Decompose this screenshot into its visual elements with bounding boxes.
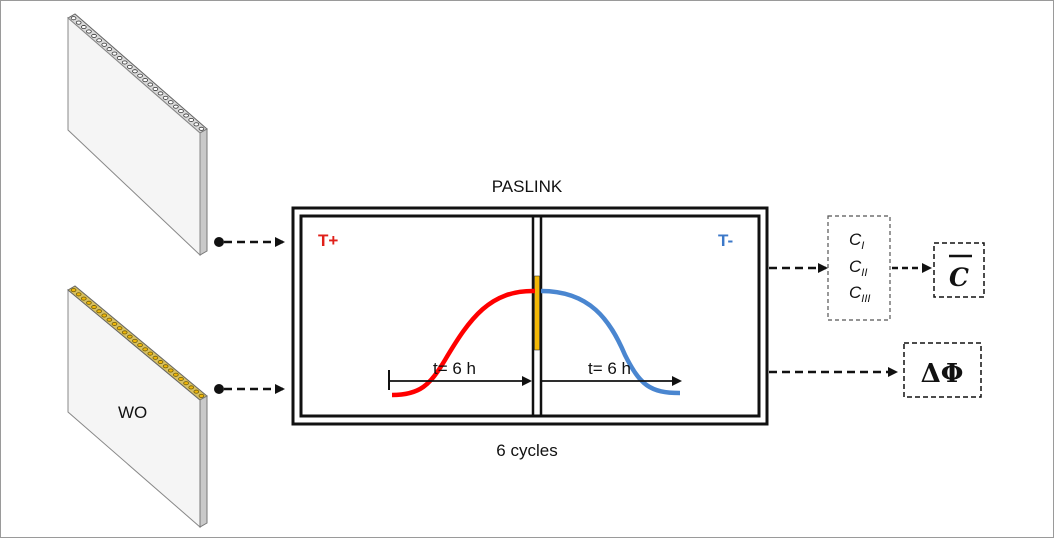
cavity-hole (101, 42, 108, 47)
cavity-hole (91, 305, 97, 310)
wall-label: WO (118, 403, 147, 422)
chamber-title: PASLINK (492, 177, 563, 196)
cavity-hole (86, 29, 92, 34)
cavity-hole (80, 25, 87, 30)
cavity-hole (152, 86, 159, 91)
cavity-hole (70, 16, 77, 21)
cavity-hole (127, 64, 133, 69)
cavity-hole (167, 100, 174, 105)
wall-cavity-holes (70, 16, 205, 131)
hot-side-label: T+ (318, 231, 338, 250)
cavity-hole (198, 126, 205, 131)
cavity-hole (193, 389, 200, 394)
c-components-box (827, 215, 891, 321)
c3-label: CIII (849, 283, 870, 305)
hot-side-curve (391, 288, 536, 398)
cavity-hole (106, 47, 113, 52)
cavity-hole (137, 343, 143, 348)
time-label-right: t= 6 h (588, 359, 631, 378)
c2-label: CII (849, 257, 867, 279)
cavity-hole (127, 334, 133, 339)
insulation-layer (534, 275, 540, 351)
cavity-hole (162, 95, 169, 100)
cavity-hole (132, 338, 138, 343)
wall-panel-top (67, 13, 208, 257)
c-bar-label: C (949, 263, 969, 292)
connector-bottom (214, 384, 285, 394)
cavity-hole (137, 73, 143, 78)
cavity-hole (111, 321, 118, 326)
cavity-hole (193, 122, 200, 127)
cavity-hole (142, 78, 148, 83)
cavity-hole (198, 393, 205, 398)
cavity-hole (121, 330, 128, 335)
cavity-hole (116, 326, 123, 331)
cavity-hole (183, 381, 189, 386)
cavity-hole (162, 364, 169, 369)
cavity-hole (178, 109, 184, 114)
cavity-hole (70, 288, 77, 293)
cavity-hole (101, 313, 108, 318)
cavity-hole (167, 368, 174, 373)
cavity-hole (75, 20, 82, 25)
cavity-hole (188, 385, 195, 390)
cavity-hole (147, 82, 154, 87)
wall-insulation-fill (70, 288, 205, 398)
cold-side-label: T- (718, 231, 733, 250)
time-label-left: t= 6 h (433, 359, 476, 378)
cold-side-curve (540, 288, 681, 396)
cavity-hole (96, 38, 102, 43)
cavity-hole (157, 91, 164, 96)
cavity-hole (106, 317, 113, 322)
wall-panel-bottom: WO (67, 285, 208, 529)
chamber-outer-border (291, 206, 769, 426)
time-arrow-left (388, 370, 532, 390)
cavity-hole (142, 347, 148, 352)
c1-label: CI (849, 230, 864, 252)
cavity-hole (121, 60, 128, 65)
chamber-inner-border (299, 214, 761, 418)
connector-top (214, 237, 285, 247)
cavity-hole (173, 104, 179, 109)
delta-phi-box (903, 342, 982, 398)
cavity-hole (75, 292, 82, 297)
c-bar-box (933, 242, 985, 298)
cavity-hole (132, 69, 138, 74)
specimen-divider (531, 216, 543, 416)
cavity-hole (96, 309, 102, 314)
cavity-hole (147, 351, 154, 356)
cavity-hole (152, 355, 159, 360)
cavity-hole (183, 113, 189, 118)
cavity-hole (173, 372, 179, 377)
cavity-hole (188, 117, 195, 122)
delta-phi-label: ΔΦ (921, 359, 964, 389)
cavity-hole (157, 360, 164, 365)
cavity-hole (178, 376, 184, 381)
cavity-hole (86, 300, 92, 305)
cavity-hole (111, 51, 118, 56)
cavity-hole (80, 296, 87, 301)
cavity-hole (116, 56, 123, 61)
cycles-label: 6 cycles (496, 441, 557, 460)
cavity-hole (91, 33, 97, 38)
